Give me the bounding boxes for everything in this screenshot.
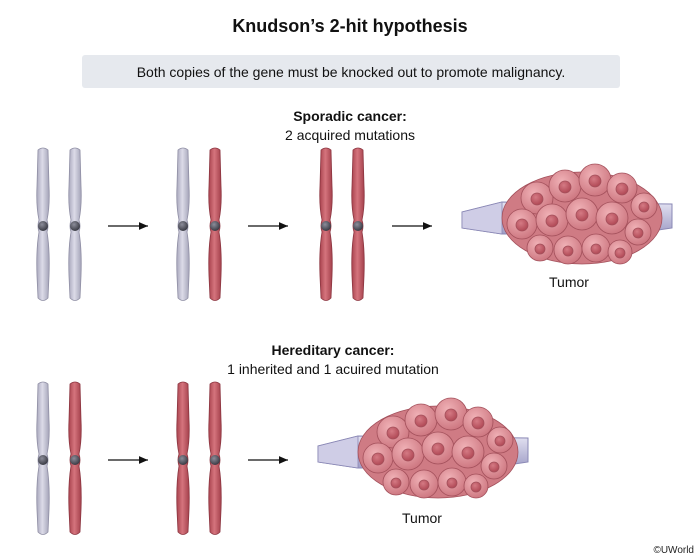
tumor-illustration [317,397,529,499]
sporadic-stage-2 [176,147,222,301]
page-title: Knudson’s 2-hit hypothesis [232,16,468,36]
normal-chromosome [68,147,82,301]
sporadic-title: Sporadic cancer: [293,108,407,124]
normal-chromosome [36,147,50,301]
sporadic-stage-1 [36,147,82,301]
hereditary-stage-2 [176,381,222,535]
summary-box: Both copies of the gene must be knocked … [82,55,620,88]
hereditary-tumor-label: Tumor [402,510,442,526]
mutated-chromosome [351,147,365,301]
hereditary-subtitle: 1 inherited and 1 acuired mutation [227,361,439,377]
sporadic-subtitle: 2 acquired mutations [285,127,415,143]
normal-chromosome [36,381,50,535]
mutated-chromosome [319,147,333,301]
hereditary-stage-1 [36,381,82,535]
mutated-chromosome [208,381,222,535]
hereditary-title: Hereditary cancer: [271,342,395,358]
sporadic-tumor-label: Tumor [549,274,589,290]
hereditary-heading: Hereditary cancer: 1 inherited and 1 acu… [133,341,533,379]
mutated-chromosome [208,147,222,301]
copyright-notice: ©UWorld [653,545,694,556]
sporadic-stage-3 [319,147,365,301]
tumor-illustration [461,163,673,265]
sporadic-heading: Sporadic cancer: 2 acquired mutations [150,107,550,145]
mutated-chromosome [68,381,82,535]
mutated-chromosome [176,381,190,535]
summary-text: Both copies of the gene must be knocked … [136,63,566,80]
normal-chromosome [176,147,190,301]
